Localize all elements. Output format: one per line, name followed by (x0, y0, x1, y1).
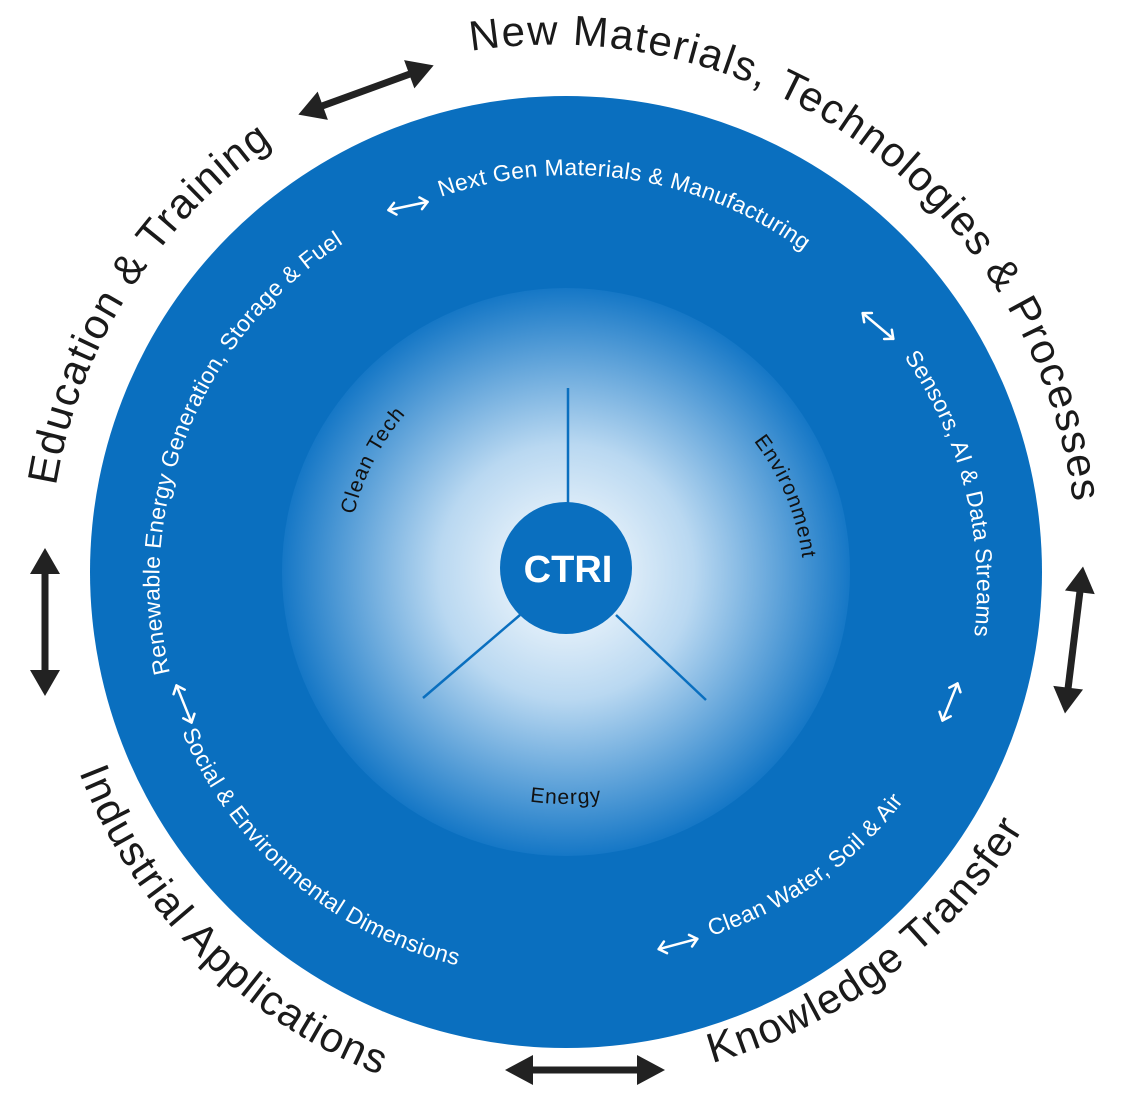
sector-label-energy: Energy (529, 784, 603, 809)
sector-dividers (422, 388, 707, 701)
ring-double-arrow-icon (657, 933, 699, 955)
outer-double-arrow-icon (505, 1055, 665, 1085)
outer-double-arrow-icon (298, 60, 434, 120)
outer-double-arrow-icon (1053, 566, 1095, 714)
center-circle (500, 502, 632, 634)
ring-double-arrow-icon (861, 311, 895, 341)
center-label: CTRI (524, 549, 613, 591)
divider-lower-right (615, 614, 707, 701)
ring-double-arrow-icon (387, 196, 429, 216)
ring-double-arrow-icon (938, 682, 962, 722)
divider-lower-left (422, 614, 521, 699)
ring-double-arrow-icon (172, 684, 196, 724)
outer-double-arrow-icon (30, 548, 60, 696)
